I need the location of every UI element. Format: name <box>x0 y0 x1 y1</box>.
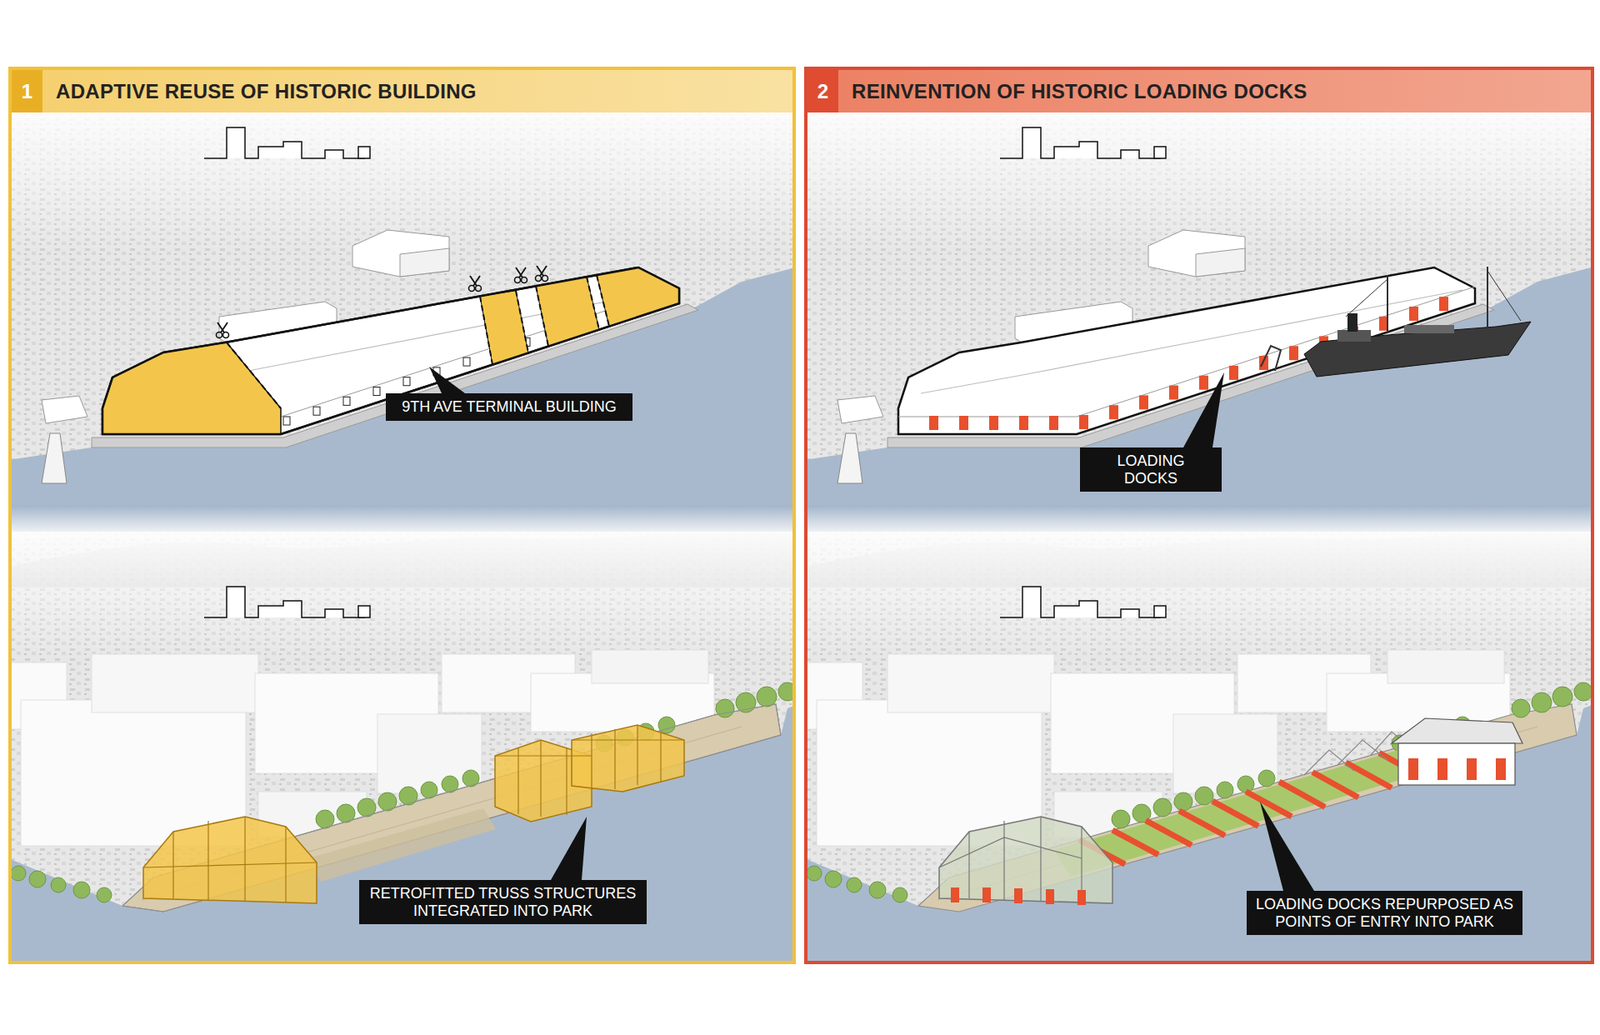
loading-dock <box>1019 415 1029 430</box>
loading-dock <box>1169 385 1179 400</box>
loading-dock <box>1409 306 1419 321</box>
panel-title: ADAPTIVE REUSE OF HISTORIC BUILDING <box>42 80 477 104</box>
window <box>463 357 470 366</box>
callout-box: RETROFITTED TRUSS STRUCTURES INTEGRATED … <box>359 880 647 925</box>
window <box>403 377 410 386</box>
panel-illustration <box>804 109 1595 965</box>
window <box>313 406 320 415</box>
window <box>283 416 290 425</box>
loading-dock <box>1259 355 1269 370</box>
callout-text: RETROFITTED TRUSS STRUCTURES INTEGRATED … <box>367 885 639 920</box>
dock-stripe <box>1312 772 1359 798</box>
loading-dock <box>929 415 939 430</box>
dock-stripe <box>1179 810 1225 836</box>
panel-header: 1ADAPTIVE REUSE OF HISTORIC BUILDING <box>11 70 793 113</box>
loading-dock <box>1439 296 1449 311</box>
dock-stripe <box>1212 800 1259 826</box>
dock-stripe <box>1112 830 1159 855</box>
panel: 1ADAPTIVE REUSE OF HISTORIC BUILDING 9TH … <box>8 66 796 965</box>
loading-dock <box>1139 395 1149 410</box>
callout-text: LOADING DOCKS <box>1088 452 1214 487</box>
loading-dock <box>1049 415 1059 430</box>
dock-stripe <box>1279 781 1325 807</box>
panel-title: REINVENTION OF HISTORIC LOADING DOCKS <box>838 80 1308 104</box>
callout-text: 9TH AVE TERMINAL BUILDING <box>394 398 625 416</box>
callout-box: LOADING DOCKS REPURPOSED AS POINTS OF EN… <box>1246 890 1523 935</box>
ship <box>1260 266 1531 377</box>
loading-dock <box>959 415 969 430</box>
loading-dock <box>1199 375 1209 390</box>
panel-illustration <box>8 109 796 965</box>
dock-stripe <box>1345 762 1392 789</box>
window <box>373 387 380 396</box>
window <box>343 396 350 405</box>
panel-header: 2REINVENTION OF HISTORIC LOADING DOCKS <box>807 70 1591 113</box>
callout-text: LOADING DOCKS REPURPOSED AS POINTS OF EN… <box>1255 895 1515 930</box>
dock-stripe <box>1245 791 1292 817</box>
loading-dock <box>1229 365 1239 380</box>
loading-dock <box>989 415 999 430</box>
callout-number: 1 <box>11 70 43 113</box>
callout-box: LOADING DOCKS <box>1080 447 1222 492</box>
loading-dock <box>1109 405 1119 420</box>
loading-dock <box>1079 415 1089 430</box>
panel: 2REINVENTION OF HISTORIC LOADING DOCKS LO… <box>804 66 1595 965</box>
callout-number: 2 <box>807 70 839 113</box>
loading-dock <box>1289 345 1299 360</box>
dock-stripe <box>1145 820 1192 846</box>
callout-box: 9TH AVE TERMINAL BUILDING <box>385 393 633 421</box>
